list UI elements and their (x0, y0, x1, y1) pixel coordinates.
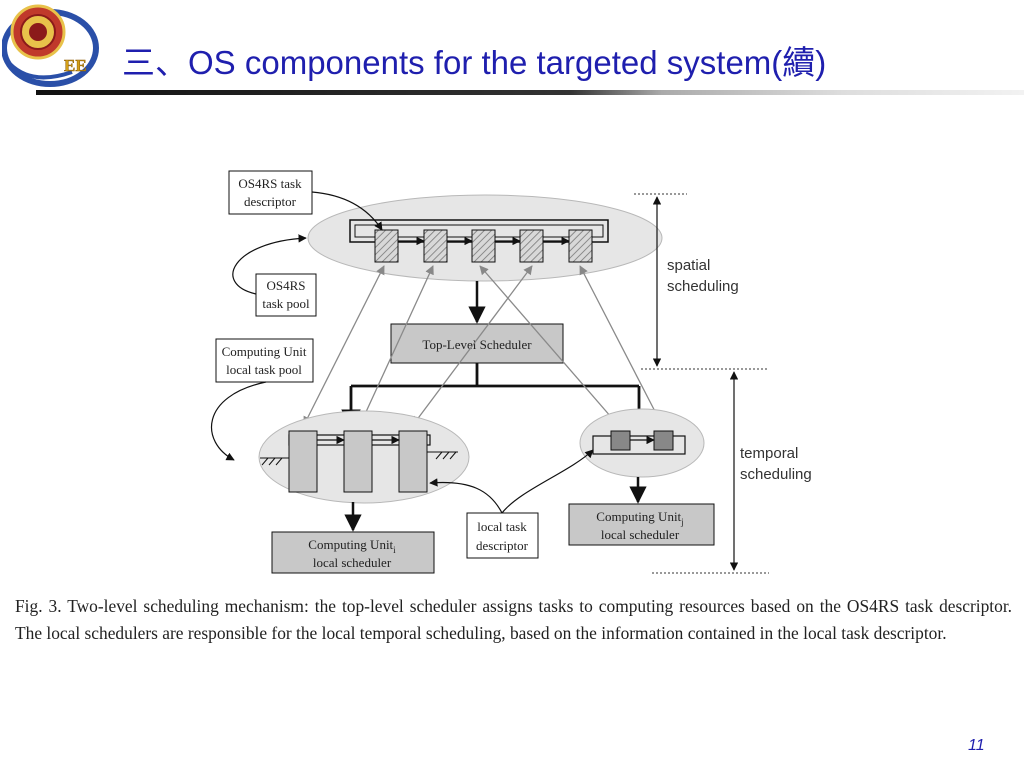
cu-j-scheduler-line2: local scheduler (601, 527, 680, 542)
cu-local-task-pool-line1: Computing Unit (222, 344, 307, 359)
local-task-descriptor-box (466, 512, 539, 559)
cu-i-task-1 (288, 430, 318, 493)
cu-i-ground-right (427, 451, 458, 460)
cu-i-scheduler-line1: Computing Uniti (308, 537, 396, 555)
range-guides (634, 193, 769, 574)
descriptor-arrow (311, 191, 383, 231)
title-rule (36, 90, 571, 95)
pool-task-4 (519, 229, 544, 263)
cu-j-local-scheduler-box (568, 503, 715, 546)
cu-local-task-pool-line2: local task pool (226, 362, 302, 377)
logo-text: EE (64, 56, 87, 75)
assignment-arrows (303, 265, 663, 426)
os4rs-task-pool-line1: OS4RS (266, 278, 305, 293)
local-descriptor-arrow-right (501, 449, 594, 514)
cu-j-task-2 (653, 430, 674, 451)
local-descriptor-arrow-left (429, 478, 503, 514)
cu-j-ring (592, 435, 686, 455)
cu-i-task-2 (343, 430, 373, 493)
temporal-label-line2: scheduling (740, 466, 812, 483)
local-pool-arrow (211, 381, 267, 461)
spatial-label-line1: spatial (667, 257, 710, 274)
task-pool-arrow (232, 234, 307, 295)
slide-title: 三、OS components for the targeted system(… (122, 44, 827, 81)
cu-i-task-3 (398, 430, 428, 493)
figure-caption: Fig. 3. Two-level scheduling mechanism: … (15, 596, 1012, 643)
cu-j-task-1 (610, 430, 631, 451)
os4rs-task-descriptor-box (228, 170, 313, 215)
university-logo: EE (2, 4, 99, 87)
os4rs-task-pool-line2: task pool (262, 296, 310, 311)
pool-task-3 (471, 229, 496, 263)
local-task-descriptor-line1: local task (477, 519, 527, 534)
cu-j-ellipse (579, 408, 705, 478)
os4rs-task-descriptor-line2: descriptor (244, 194, 297, 209)
cu-i-local-scheduler-box (271, 531, 435, 574)
pool-task-2 (423, 229, 448, 263)
cu-j-scheduler-line1: Computing Unitj (596, 509, 683, 527)
os4rs-task-descriptor-line1: OS4RS task (238, 176, 302, 191)
title-rule-fade (571, 90, 1024, 95)
cu-i-ground-left (260, 457, 289, 466)
local-task-descriptor-line2: descriptor (476, 538, 529, 553)
cu-i-scheduler-line2: local scheduler (313, 555, 392, 570)
temporal-label-line1: temporal (740, 445, 798, 462)
spatial-label-line2: scheduling (667, 278, 739, 295)
pool-task-1 (374, 229, 399, 263)
pool-task-5 (568, 229, 593, 263)
page-number: 11 (968, 737, 985, 754)
